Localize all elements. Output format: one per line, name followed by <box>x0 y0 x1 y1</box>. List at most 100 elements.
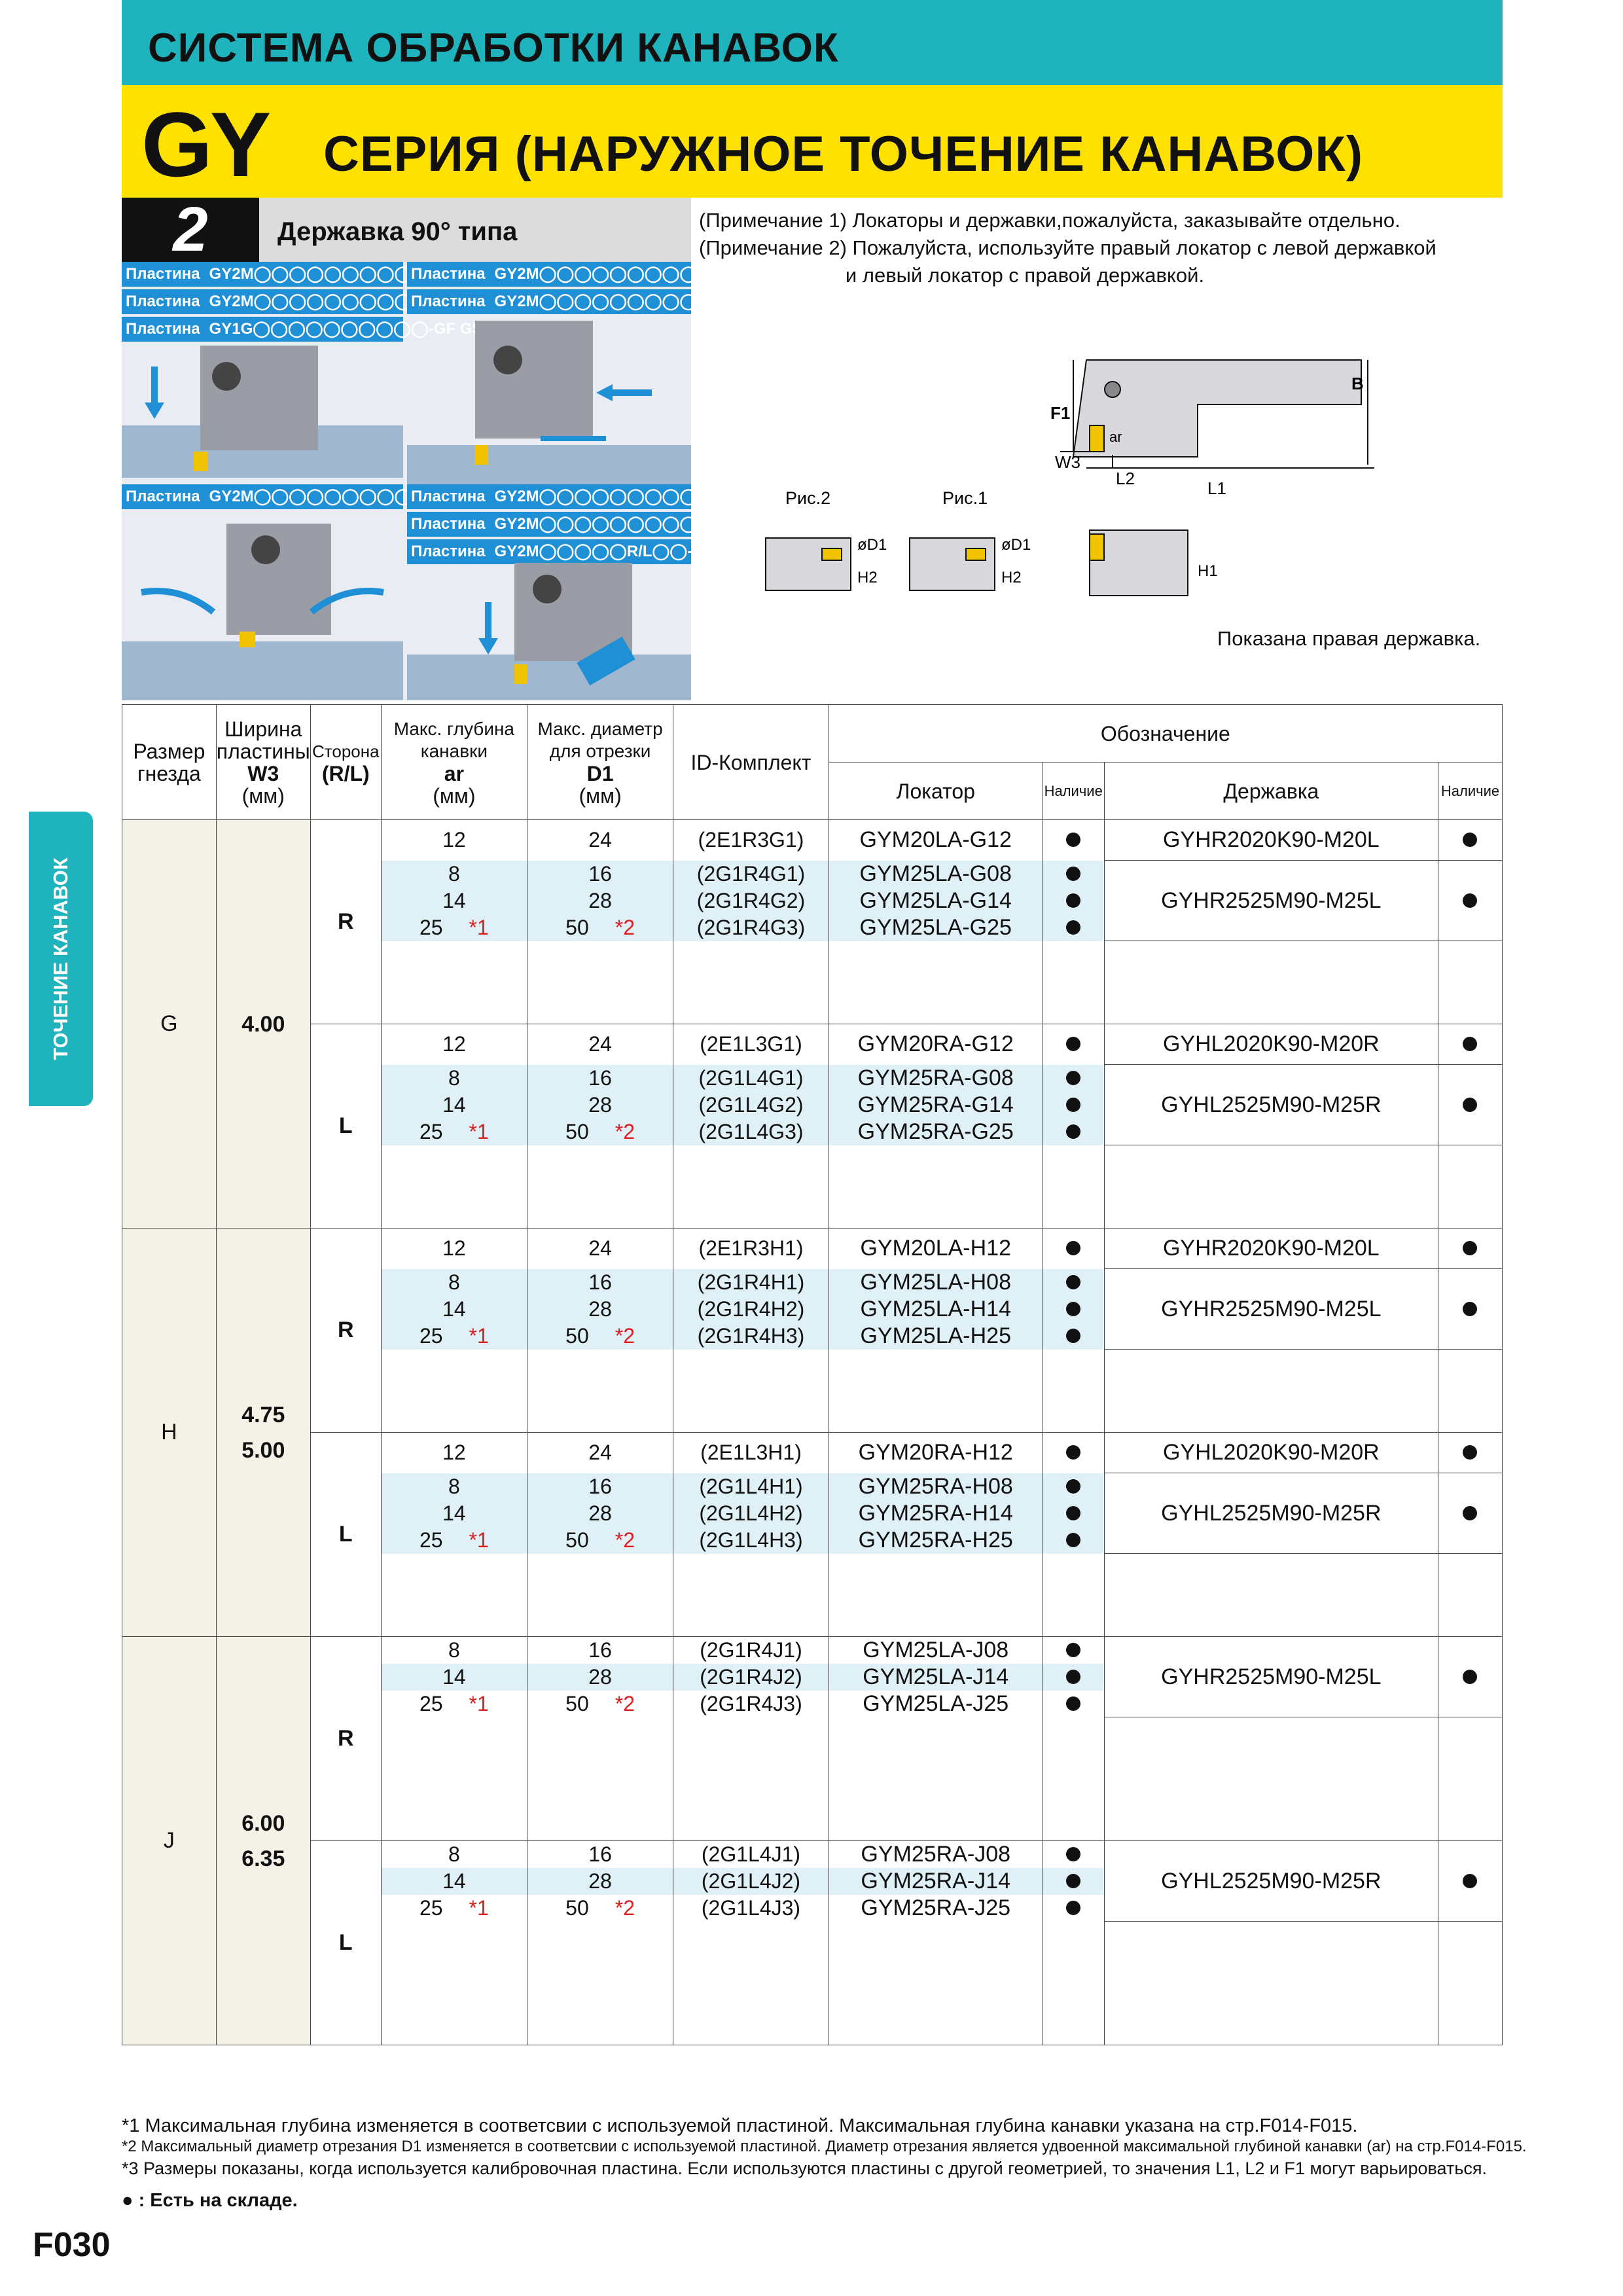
cell-d1: 28 <box>526 1663 674 1691</box>
cell-holder: GYHR2020K90-M20L <box>1103 1228 1438 1269</box>
empty-cell <box>1042 1553 1105 1637</box>
cell-holder-avail <box>1437 1840 1503 1922</box>
empty-cell <box>380 1921 527 2045</box>
cell-width: 4.75 5.00 <box>215 1228 311 1637</box>
empty-cell <box>526 941 674 1024</box>
cell-loc-avail <box>1042 1840 1105 1868</box>
cell-d1: 16 <box>526 1840 674 1868</box>
cell-loc-avail <box>1042 1894 1105 1922</box>
cell-locator: GYM25LA-J14 <box>828 1663 1043 1691</box>
cell-id: (2G1L4H1) <box>673 1473 829 1500</box>
dim-ar: ar <box>1109 429 1122 445</box>
cell-loc-avail <box>1042 1091 1105 1119</box>
cell-id: (2E1L3H1) <box>673 1432 829 1473</box>
cell-loc-avail <box>1042 1867 1105 1895</box>
stock-dot <box>1463 1505 1478 1520</box>
dim-b: B <box>1351 374 1364 393</box>
stock-dot <box>1066 866 1081 881</box>
cell-d1: 16 <box>526 1473 674 1500</box>
table-spacer-row <box>122 1349 1503 1433</box>
cell-side: R <box>310 819 382 1024</box>
star-2: *2 <box>615 1691 635 1715</box>
cell-loc-avail <box>1042 1499 1105 1527</box>
cell-ar: 12 <box>380 1432 527 1473</box>
cell-ar: 12 <box>380 819 527 861</box>
empty-cell <box>1437 1717 1503 1841</box>
dim-f1: F1 <box>1050 403 1070 423</box>
sidebar-tab: ТОЧЕНИЕ КАНАВОК <box>29 812 93 1106</box>
cell-loc-avail <box>1042 914 1105 941</box>
empty-cell <box>1103 1717 1438 1841</box>
cell-d1: 50*2 <box>526 1118 674 1145</box>
cell-holder-avail <box>1437 1064 1503 1145</box>
cell-side: L <box>310 1024 382 1229</box>
stock-dot <box>1066 1532 1081 1547</box>
grooving-operations-svg <box>122 321 691 700</box>
star-1: *1 <box>469 1528 489 1552</box>
cell-ar: 14 <box>380 1663 527 1691</box>
dim-l1: L1 <box>1207 478 1226 498</box>
empty-cell <box>1042 941 1105 1024</box>
cell-d1: 50*2 <box>526 1894 674 1922</box>
cell-d1: 28 <box>526 1295 674 1323</box>
empty-cell <box>828 1145 1043 1229</box>
cell-ar: 14 <box>380 1499 527 1527</box>
cell-d1: 16 <box>526 1064 674 1092</box>
cell-side: R <box>310 1228 382 1433</box>
cell-id: (2G1L4J3) <box>673 1894 829 1922</box>
stock-dot <box>1066 1124 1081 1139</box>
cell-ar: 14 <box>380 1867 527 1895</box>
section-title: Державка 90° типа <box>259 198 691 262</box>
empty-cell <box>828 941 1043 1024</box>
cell-id: (2G1R4G3) <box>673 914 829 941</box>
cell-id: (2G1R4H1) <box>673 1268 829 1296</box>
cell-locator: GYM25RA-H25 <box>828 1526 1043 1554</box>
empty-cell <box>526 1349 674 1433</box>
cell-ar: 8 <box>380 860 527 888</box>
cell-id: (2E1R3G1) <box>673 819 829 861</box>
empty-cell <box>526 1921 674 2045</box>
cell-ar: 14 <box>380 1295 527 1323</box>
empty-cell <box>380 1349 527 1433</box>
cell-holder: GYHR2020K90-M20L <box>1103 819 1438 861</box>
cell-id: (2G1R4G2) <box>673 887 829 914</box>
cell-locator: GYM25RA-G25 <box>828 1118 1043 1145</box>
cell-size: J <box>122 1636 217 2045</box>
empty-cell <box>1103 1145 1438 1229</box>
empty-cell <box>828 1349 1043 1433</box>
empty-cell <box>1103 941 1438 1024</box>
series-title: СЕРИЯ (НАРУЖНОЕ ТОЧЕНИЕ КАНАВОК) <box>323 126 1364 182</box>
cell-id: (2G1L4H2) <box>673 1499 829 1527</box>
cell-ar: 25*1 <box>380 1690 527 1717</box>
table-spacer-row <box>122 941 1503 1024</box>
table-spacer-row <box>122 1921 1503 2045</box>
cell-d1: 28 <box>526 1867 674 1895</box>
empty-cell <box>673 1349 829 1433</box>
stock-dot <box>1066 1070 1081 1085</box>
stock-dot <box>1066 1479 1081 1494</box>
cell-loc-avail <box>1042 1432 1105 1473</box>
footnote-3: *3 Размеры показаны, когда используется … <box>122 2159 1488 2178</box>
cell-loc-avail <box>1042 1690 1105 1717</box>
stock-dot <box>1066 1241 1081 1256</box>
empty-cell <box>380 1553 527 1637</box>
col-holder: Державка <box>1103 762 1438 820</box>
cell-ar: 14 <box>380 1091 527 1119</box>
col-loc-avail: Наличие <box>1042 762 1105 820</box>
empty-cell <box>526 1145 674 1229</box>
empty-cell <box>673 1553 829 1637</box>
empty-cell <box>673 941 829 1024</box>
stock-dot <box>1463 833 1478 847</box>
stock-dot <box>1463 1241 1478 1255</box>
